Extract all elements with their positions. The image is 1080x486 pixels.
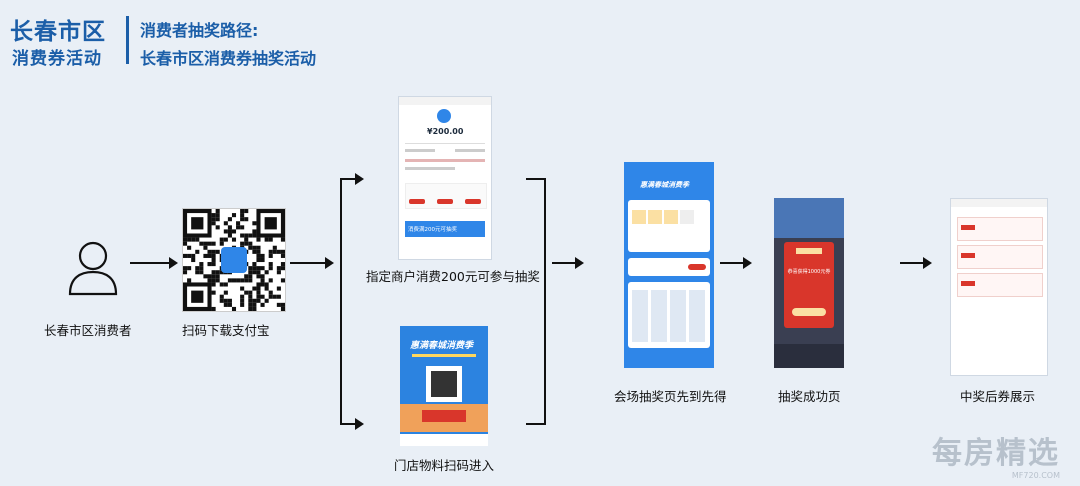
arrow-to-venue <box>552 257 584 269</box>
header-divider <box>126 16 129 64</box>
payment-screen: ¥200.00 消费满200元可抽奖 <box>398 96 492 260</box>
arrow-to-store <box>340 418 364 430</box>
merchant-label: 指定商户消费200元可参与抽奖 <box>366 269 540 284</box>
coupon-screen <box>950 198 1048 376</box>
merge-bottom <box>526 423 546 425</box>
activity-name: 长春市区消费券抽奖活动 <box>140 49 317 68</box>
merge-vertical <box>544 178 546 425</box>
brand-title: 长春市区 <box>10 19 106 45</box>
watermark-url: MF720.COM <box>1011 471 1060 480</box>
success-screen: 恭喜获得1000元券 <box>774 198 844 368</box>
pay-amount: ¥200.00 <box>427 127 464 136</box>
arrow-qr-to-split <box>290 257 334 269</box>
after-label: 中奖后券展示 <box>960 389 1036 404</box>
venue-screen: 惠满春城消费季 <box>624 162 714 368</box>
arrow-to-success <box>720 257 752 269</box>
alipay-logo-icon <box>221 247 247 273</box>
promo-banner: 消费满200元可抽奖 <box>405 221 485 237</box>
store-poster: 惠满春城消费季 <box>400 326 488 446</box>
venue-label: 会场抽奖页先到先得 <box>614 389 727 404</box>
consumer-label: 长春市区消费者 <box>44 323 132 338</box>
success-label: 抽奖成功页 <box>778 389 841 404</box>
alipay-qr-code <box>182 208 286 312</box>
scan-label: 扫码下载支付宝 <box>182 323 270 338</box>
arrow-consumer-to-qr <box>130 257 178 269</box>
path-heading: 消费者抽奖路径: <box>140 21 259 40</box>
arrow-to-after <box>900 257 932 269</box>
merge-top <box>526 178 546 180</box>
person-icon <box>66 240 120 296</box>
watermark-logo: 每房精选 <box>932 436 1060 471</box>
arrow-to-merchant <box>340 173 364 185</box>
split-bracket-vertical <box>340 178 342 424</box>
brand-subtitle: 消费券活动 <box>12 49 102 69</box>
store-label: 门店物料扫码进入 <box>394 458 495 473</box>
